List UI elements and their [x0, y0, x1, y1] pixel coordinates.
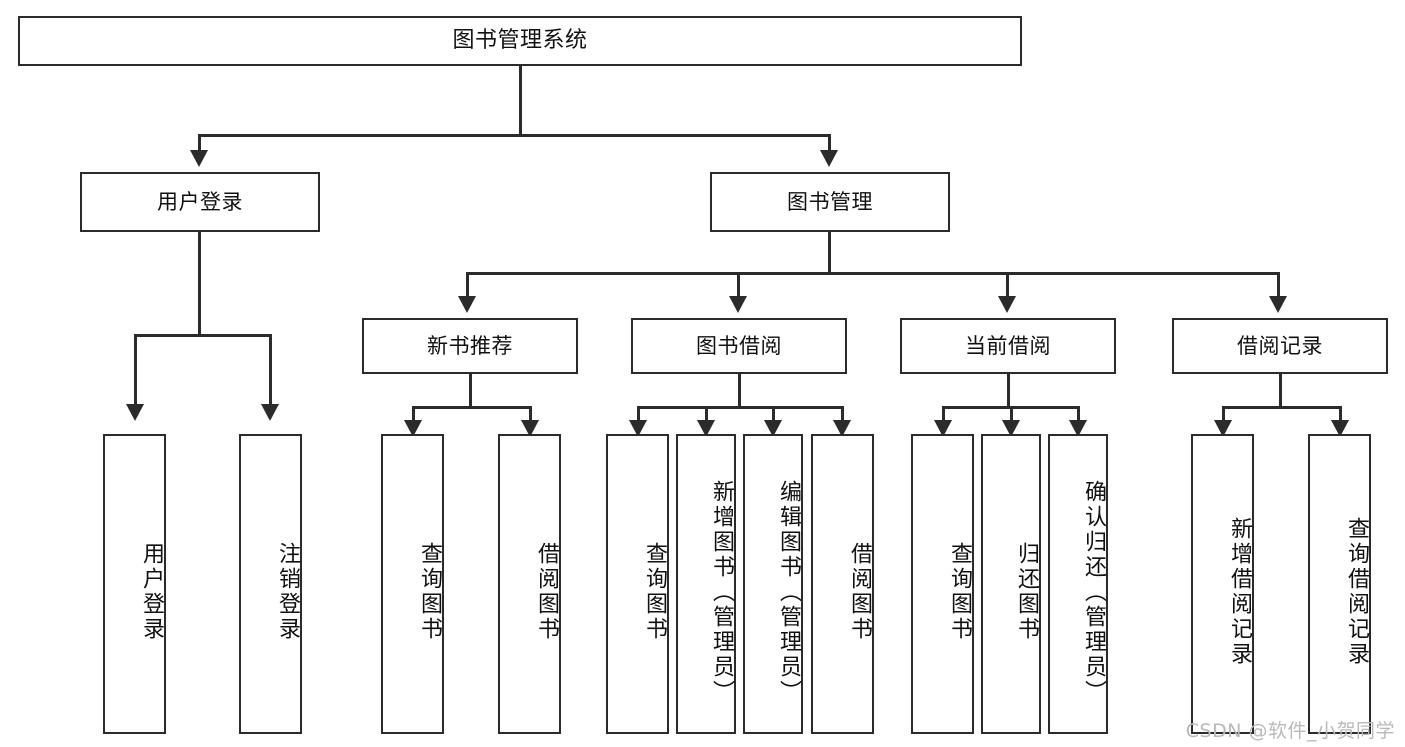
- watermark-text: CSDN @软件_小贺同学: [1185, 720, 1395, 742]
- connector-root-bus: [198, 134, 831, 137]
- connector-root-stem: [519, 66, 522, 134]
- connector-user-login-stem: [198, 232, 201, 336]
- arrowhead-leaf-logout: [261, 404, 279, 421]
- connector-br-drop-2: [1339, 406, 1342, 424]
- node-book-management[interactable]: 图书管理: [710, 172, 950, 232]
- connector-bb-drop-4: [841, 406, 844, 424]
- arrowhead-borrow-record: [1269, 296, 1287, 313]
- leaf-cb-query-books[interactable]: 查询图书: [911, 434, 974, 734]
- leaf-bb-borrow-books[interactable]: 借阅图书: [811, 434, 874, 734]
- connector-user-login-bus: [134, 334, 272, 337]
- arrowhead-cb-leaf-1: [934, 420, 952, 437]
- node-root-library-system[interactable]: 图书管理系统: [18, 16, 1022, 66]
- leaf-logout[interactable]: 注销登录: [239, 434, 302, 734]
- arrowhead-cb-leaf-3: [1069, 420, 1087, 437]
- node-label: 新增借阅记录: [1227, 517, 1252, 667]
- arrowhead-bb-leaf-2: [697, 420, 715, 437]
- arrowhead-br-leaf-1: [1214, 420, 1232, 437]
- connector-bb-drop-2: [705, 406, 708, 424]
- leaf-bb-edit-book-admin[interactable]: 编辑图书（管理员）: [743, 434, 803, 734]
- node-label: 借阅记录: [1237, 333, 1323, 358]
- connector-root-to-user-login: [198, 134, 201, 156]
- node-label: 注销登录: [275, 542, 300, 642]
- node-label: 用户登录: [139, 542, 164, 642]
- leaf-cb-confirm-return-admin[interactable]: 确认归还（管理员）: [1048, 434, 1108, 734]
- node-label: 查询图书: [417, 542, 442, 642]
- arrowhead-nb-leaf-1: [404, 420, 422, 437]
- node-label: 当前借阅: [965, 333, 1051, 358]
- connector-br-drop-1: [1222, 406, 1225, 424]
- arrowhead-nb-leaf-2: [521, 420, 539, 437]
- arrowhead-cb-leaf-2: [1002, 420, 1020, 437]
- arrowhead-current-borrow: [998, 296, 1016, 313]
- connector-current-borrow-stem: [1007, 374, 1010, 408]
- node-borrowing-record[interactable]: 借阅记录: [1172, 318, 1388, 374]
- connector-borrow-record-stem: [1279, 374, 1282, 408]
- connector-book-manage-drop-3: [1006, 272, 1009, 300]
- leaf-br-query-record[interactable]: 查询借阅记录: [1308, 434, 1371, 734]
- connector-user-login-drop-2: [269, 334, 272, 408]
- connector-new-book-stem: [469, 374, 472, 408]
- node-user-login[interactable]: 用户登录: [80, 172, 320, 232]
- node-label: 新增图书（管理员）: [709, 479, 734, 705]
- leaf-bb-add-book-admin[interactable]: 新增图书（管理员）: [676, 434, 736, 734]
- leaf-br-add-record[interactable]: 新增借阅记录: [1191, 434, 1254, 734]
- node-label: 借阅图书: [534, 542, 559, 642]
- connector-book-borrow-stem: [738, 374, 741, 408]
- connector-new-book-drop-1: [412, 406, 415, 424]
- connector-cb-drop-2: [1010, 406, 1013, 424]
- connector-new-book-drop-2: [529, 406, 532, 424]
- node-label: 借阅图书: [847, 542, 872, 642]
- arrowhead-new-book-rec: [458, 296, 476, 313]
- connector-bb-drop-3: [772, 406, 775, 424]
- node-label: 查询图书: [642, 542, 667, 642]
- node-label: 查询借阅记录: [1344, 517, 1369, 667]
- arrowhead-bb-leaf-1: [629, 420, 647, 437]
- arrowhead-bb-leaf-4: [833, 420, 851, 437]
- leaf-user-login[interactable]: 用户登录: [103, 434, 166, 734]
- connector-book-manage-drop-2: [737, 272, 740, 300]
- connector-book-manage-stem: [828, 232, 831, 274]
- node-label: 图书管理: [787, 189, 873, 214]
- node-label: 确认归还（管理员）: [1081, 479, 1106, 705]
- node-label: 编辑图书（管理员）: [776, 479, 801, 705]
- arrowhead-book-borrow: [729, 296, 747, 313]
- connector-book-borrow-bus: [637, 406, 844, 409]
- node-new-book-recommendation[interactable]: 新书推荐: [362, 318, 578, 374]
- arrowhead-bb-leaf-3: [764, 420, 782, 437]
- node-label: 归还图书: [1014, 542, 1039, 642]
- leaf-bb-query-books[interactable]: 查询图书: [606, 434, 669, 734]
- leaf-cb-return-books[interactable]: 归还图书: [981, 434, 1041, 734]
- connector-cb-drop-1: [942, 406, 945, 424]
- node-book-borrowing[interactable]: 图书借阅: [631, 318, 847, 374]
- connector-book-manage-bus: [466, 272, 1280, 275]
- arrowhead-book-manage: [820, 150, 838, 167]
- leaf-nb-query-books[interactable]: 查询图书: [381, 434, 444, 734]
- node-label: 图书借阅: [696, 333, 782, 358]
- connector-user-login-drop-1: [134, 334, 137, 408]
- node-label: 图书管理系统: [452, 28, 588, 54]
- arrowhead-leaf-user-login: [126, 404, 144, 421]
- connector-borrow-record-bus: [1222, 406, 1342, 409]
- connector-root-to-book-manage: [828, 134, 831, 156]
- connector-bb-drop-1: [637, 406, 640, 424]
- connector-book-manage-drop-4: [1277, 272, 1280, 300]
- node-label: 新书推荐: [427, 333, 513, 358]
- leaf-nb-borrow-books[interactable]: 借阅图书: [498, 434, 561, 734]
- connector-book-manage-drop-1: [466, 272, 469, 300]
- node-label: 用户登录: [157, 189, 243, 214]
- node-current-borrowing[interactable]: 当前借阅: [900, 318, 1116, 374]
- arrowhead-br-leaf-2: [1331, 420, 1349, 437]
- node-label: 查询图书: [947, 542, 972, 642]
- connector-new-book-bus: [412, 406, 532, 409]
- connector-cb-drop-3: [1077, 406, 1080, 424]
- arrowhead-user-login: [190, 150, 208, 167]
